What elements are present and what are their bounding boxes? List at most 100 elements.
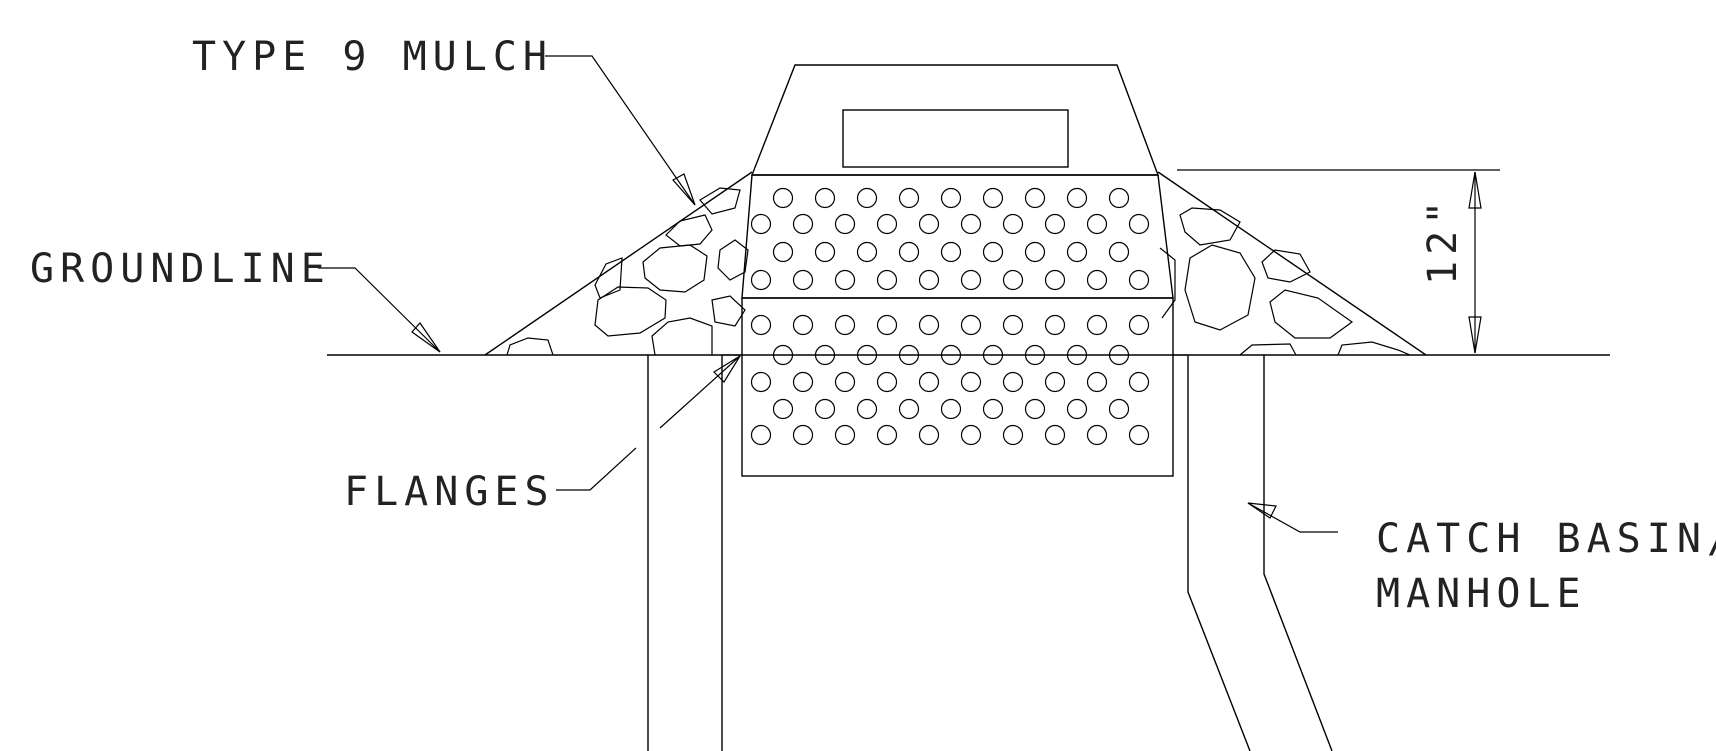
mulch-mound-left: [484, 171, 753, 356]
perforation-hole: [1128, 213, 1150, 235]
label-manhole: MANHOLE: [1376, 571, 1587, 617]
perforation-hole: [750, 314, 772, 336]
perforation-hole: [940, 187, 962, 209]
perforation-hole: [792, 314, 814, 336]
perforation-hole: [982, 344, 1004, 366]
leader-flanges: [556, 355, 741, 491]
perforation-hole: [834, 424, 856, 446]
leader-mulch: [545, 55, 696, 206]
perforation-hole: [918, 371, 940, 393]
perforation-hole: [814, 187, 836, 209]
perforation-hole: [898, 187, 920, 209]
perforation-hole: [1108, 241, 1130, 263]
perforation-hole: [1044, 213, 1066, 235]
perforation-hole: [750, 269, 772, 291]
perforation-hole: [1066, 344, 1088, 366]
perforation-hole: [792, 213, 814, 235]
perforation-hole: [960, 213, 982, 235]
perforation-hole: [982, 398, 1004, 420]
perforation-hole: [1024, 344, 1046, 366]
perforation-holes: [750, 187, 1150, 446]
perforation-hole: [1002, 314, 1024, 336]
perforation-hole: [1024, 398, 1046, 420]
perforation-hole: [1002, 213, 1024, 235]
perforation-hole: [1066, 241, 1088, 263]
perforation-hole: [940, 241, 962, 263]
perforation-hole: [898, 241, 920, 263]
perforation-hole: [876, 269, 898, 291]
perforation-hole: [772, 241, 794, 263]
perforation-hole: [1044, 269, 1066, 291]
perforation-hole: [960, 314, 982, 336]
perforation-hole: [1128, 314, 1150, 336]
perforation-hole: [1108, 187, 1130, 209]
perforation-hole: [772, 344, 794, 366]
label-catch-basin: CATCH BASIN/: [1376, 516, 1716, 562]
perforation-hole: [856, 187, 878, 209]
perforation-hole: [1002, 269, 1024, 291]
perforation-hole: [1108, 398, 1130, 420]
perforation-hole: [1128, 371, 1150, 393]
perforation-hole: [1086, 424, 1108, 446]
perforation-hole: [960, 424, 982, 446]
perforation-hole: [1086, 371, 1108, 393]
perforation-hole: [792, 371, 814, 393]
catch-basin-wall-left: [647, 355, 723, 751]
perforation-hole: [898, 398, 920, 420]
perforation-hole: [1128, 269, 1150, 291]
perforation-hole: [1066, 187, 1088, 209]
perforation-hole: [856, 398, 878, 420]
label-type-9-mulch: TYPE 9 MULCH: [192, 34, 553, 80]
perforation-hole: [1108, 344, 1130, 366]
leader-catch-basin: [1247, 502, 1338, 533]
perforation-hole: [1086, 269, 1108, 291]
perforation-hole: [918, 269, 940, 291]
mulch-mound-right: [1157, 171, 1427, 356]
perforation-hole: [1086, 213, 1108, 235]
perforation-hole: [1128, 424, 1150, 446]
perforation-hole: [792, 269, 814, 291]
perforation-hole: [960, 371, 982, 393]
inlet-filter: [741, 64, 1174, 477]
perforation-hole: [1024, 241, 1046, 263]
perforation-hole: [750, 371, 772, 393]
perforation-hole: [1044, 314, 1066, 336]
perforation-hole: [1066, 398, 1088, 420]
dimension-label: 12": [1420, 195, 1466, 285]
perforation-hole: [898, 344, 920, 366]
perforation-hole: [834, 269, 856, 291]
perforation-hole: [750, 213, 772, 235]
perforation-hole: [876, 213, 898, 235]
perforation-hole: [814, 398, 836, 420]
perforation-hole: [792, 424, 814, 446]
perforation-hole: [856, 344, 878, 366]
catch-basin-wall-right: [1187, 355, 1333, 751]
perforation-hole: [876, 314, 898, 336]
perforation-hole: [918, 424, 940, 446]
filter-label-plate: [842, 109, 1069, 168]
perforation-hole: [834, 314, 856, 336]
perforation-hole: [814, 344, 836, 366]
perforation-hole: [918, 213, 940, 235]
perforation-hole: [982, 241, 1004, 263]
perforation-hole: [1044, 371, 1066, 393]
perforation-hole: [814, 241, 836, 263]
perforation-hole: [772, 398, 794, 420]
perforation-hole: [876, 424, 898, 446]
perforation-hole: [876, 371, 898, 393]
leader-groundline: [318, 267, 441, 353]
perforation-hole: [940, 398, 962, 420]
perforation-hole: [982, 187, 1004, 209]
perforation-hole: [1002, 371, 1024, 393]
perforation-hole: [918, 314, 940, 336]
perforation-hole: [856, 241, 878, 263]
label-flanges: FLANGES: [344, 469, 555, 515]
label-groundline: GROUNDLINE: [30, 246, 331, 292]
perforation-hole: [834, 371, 856, 393]
perforation-hole: [1024, 187, 1046, 209]
perforation-hole: [1044, 424, 1066, 446]
perforation-hole: [1086, 314, 1108, 336]
perforation-hole: [834, 213, 856, 235]
dimension-12in: 12": [1177, 169, 1500, 354]
